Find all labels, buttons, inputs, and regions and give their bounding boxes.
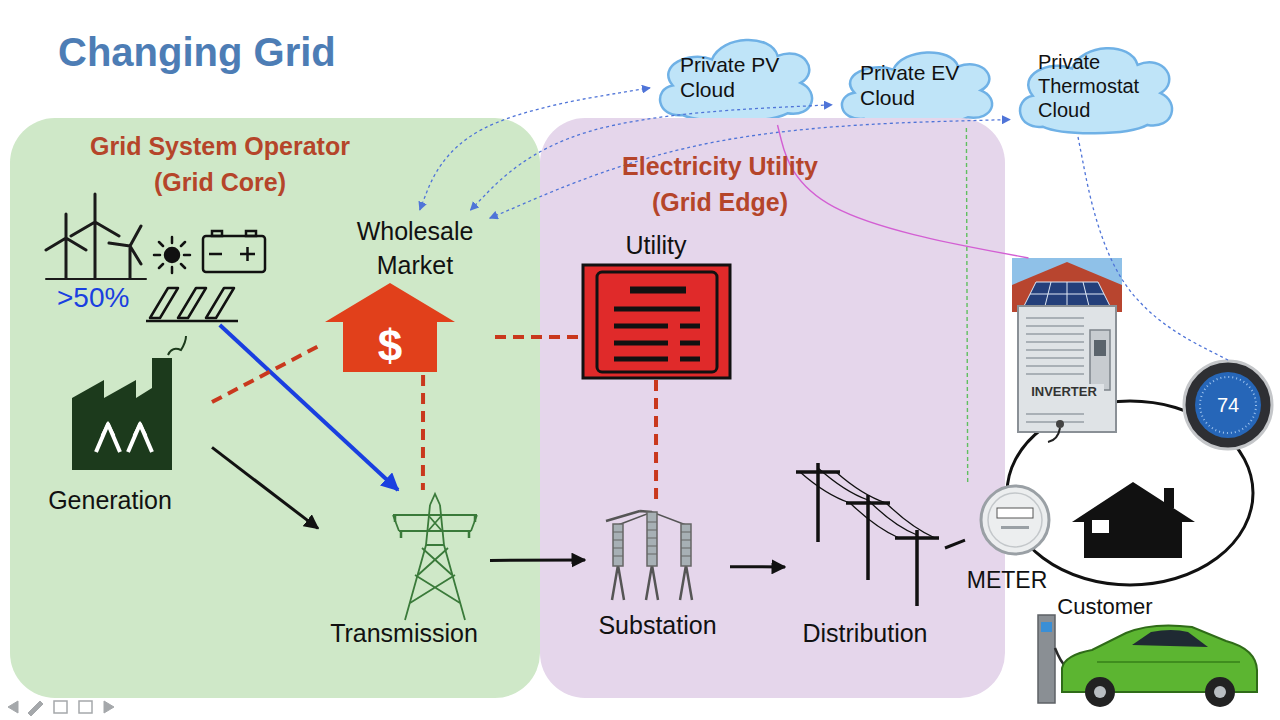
inverter-icon (1026, 318, 1084, 422)
electric-car-icon (1062, 625, 1257, 692)
electric-car-icon (1205, 677, 1235, 707)
cloud-label: Private PV Cloud (680, 52, 805, 102)
band-region: Electricity Utility (Grid Edge) UtilitySu… (540, 118, 1005, 698)
electric-car-icon (1132, 630, 1208, 647)
device-label: INVERTER (1024, 384, 1104, 400)
thermostat-node: 74 (1183, 360, 1273, 450)
cloud-outline (660, 40, 812, 121)
customer-node: Customer (1040, 482, 1205, 622)
slide-toolbar (8, 701, 114, 716)
inverter-node: INVERTER (1012, 258, 1122, 433)
market-node: Wholesale Market $ (320, 210, 495, 375)
inverter-icon (1018, 306, 1116, 432)
cloud-node: Private EV Cloud (832, 45, 1000, 128)
house-icon (1164, 488, 1174, 508)
inverter-icon (1090, 330, 1110, 390)
node-label: Utility (580, 230, 732, 260)
thermostat-icon (1184, 361, 1272, 449)
house-icon (1092, 520, 1109, 533)
inverter-icon (1012, 258, 1122, 442)
node-label: Generation (20, 485, 200, 515)
node-label: Distribution (785, 618, 945, 648)
cloud-label: Private EV Cloud (860, 60, 985, 110)
node-label: Substation (585, 610, 730, 640)
slide-toolbar (8, 701, 18, 713)
meter-node: METER (965, 485, 1055, 600)
cloud-node: Private PV Cloud (650, 32, 820, 125)
cloud-outline (1020, 48, 1172, 133)
band-region: Grid System Operator (Grid Core) >50% Whol… (10, 118, 540, 698)
distribution-node: Distribution (785, 455, 945, 650)
ev-charger-icon (1055, 648, 1078, 670)
electric-car-icon (1214, 686, 1226, 698)
node-label: METER (957, 567, 1057, 595)
slide-toolbar (104, 701, 114, 713)
diagram-title: Changing Grid (58, 30, 336, 75)
customer-ring (1007, 401, 1253, 585)
smart-meter-icon (1001, 526, 1029, 529)
cloud-outline (832, 45, 1000, 128)
electric-car-icon (1097, 661, 1240, 663)
temperature-reading: 74 (1183, 393, 1273, 417)
generation-node: Generation (20, 355, 212, 520)
thermostat-icon (1184, 361, 1272, 449)
house-icon (1072, 482, 1195, 558)
share-value: >50% (57, 281, 177, 315)
ev-charger-icon (1041, 622, 1052, 632)
node-label: Transmission (318, 618, 490, 648)
slide-toolbar (79, 701, 92, 713)
utility-node: Utility (580, 228, 732, 380)
electric-car-icon (1062, 625, 1257, 707)
inverter-icon (1048, 428, 1060, 442)
data-link (1078, 137, 1228, 360)
cloud-label: Private Thermostat Cloud (1038, 50, 1168, 122)
node-label: Customer (1040, 594, 1170, 620)
renewables-group: >50% (45, 195, 275, 325)
electric-car-icon (1094, 686, 1106, 698)
transmission-node: Transmission (318, 490, 490, 650)
inverter-icon (1012, 262, 1122, 312)
substation-node: Substation (585, 500, 730, 645)
ev-charger-icon (1038, 615, 1078, 703)
inverter-icon (1030, 282, 1104, 306)
region-heading: Grid System Operator (Grid Core) (70, 128, 370, 201)
electric-car-icon (1085, 677, 1115, 707)
inverter-icon (1094, 340, 1106, 356)
slide-toolbar (54, 701, 67, 713)
inverter-icon (1056, 420, 1064, 428)
inverter-icon (1024, 282, 1110, 306)
inverter-icon (1012, 258, 1122, 312)
slide-toolbar (28, 701, 43, 716)
currency-symbol: $ (345, 320, 435, 373)
customer-ring (1007, 401, 1253, 585)
cloud-outline (842, 52, 992, 124)
ev-charger-icon (1038, 615, 1055, 703)
cloud-node: Private Thermostat Cloud (1010, 40, 1180, 137)
house-icon (1072, 482, 1195, 558)
region-heading: Electricity Utility (Grid Edge) (600, 148, 840, 221)
cloud-outline (650, 32, 820, 125)
node-label: Wholesale Market (340, 215, 490, 283)
